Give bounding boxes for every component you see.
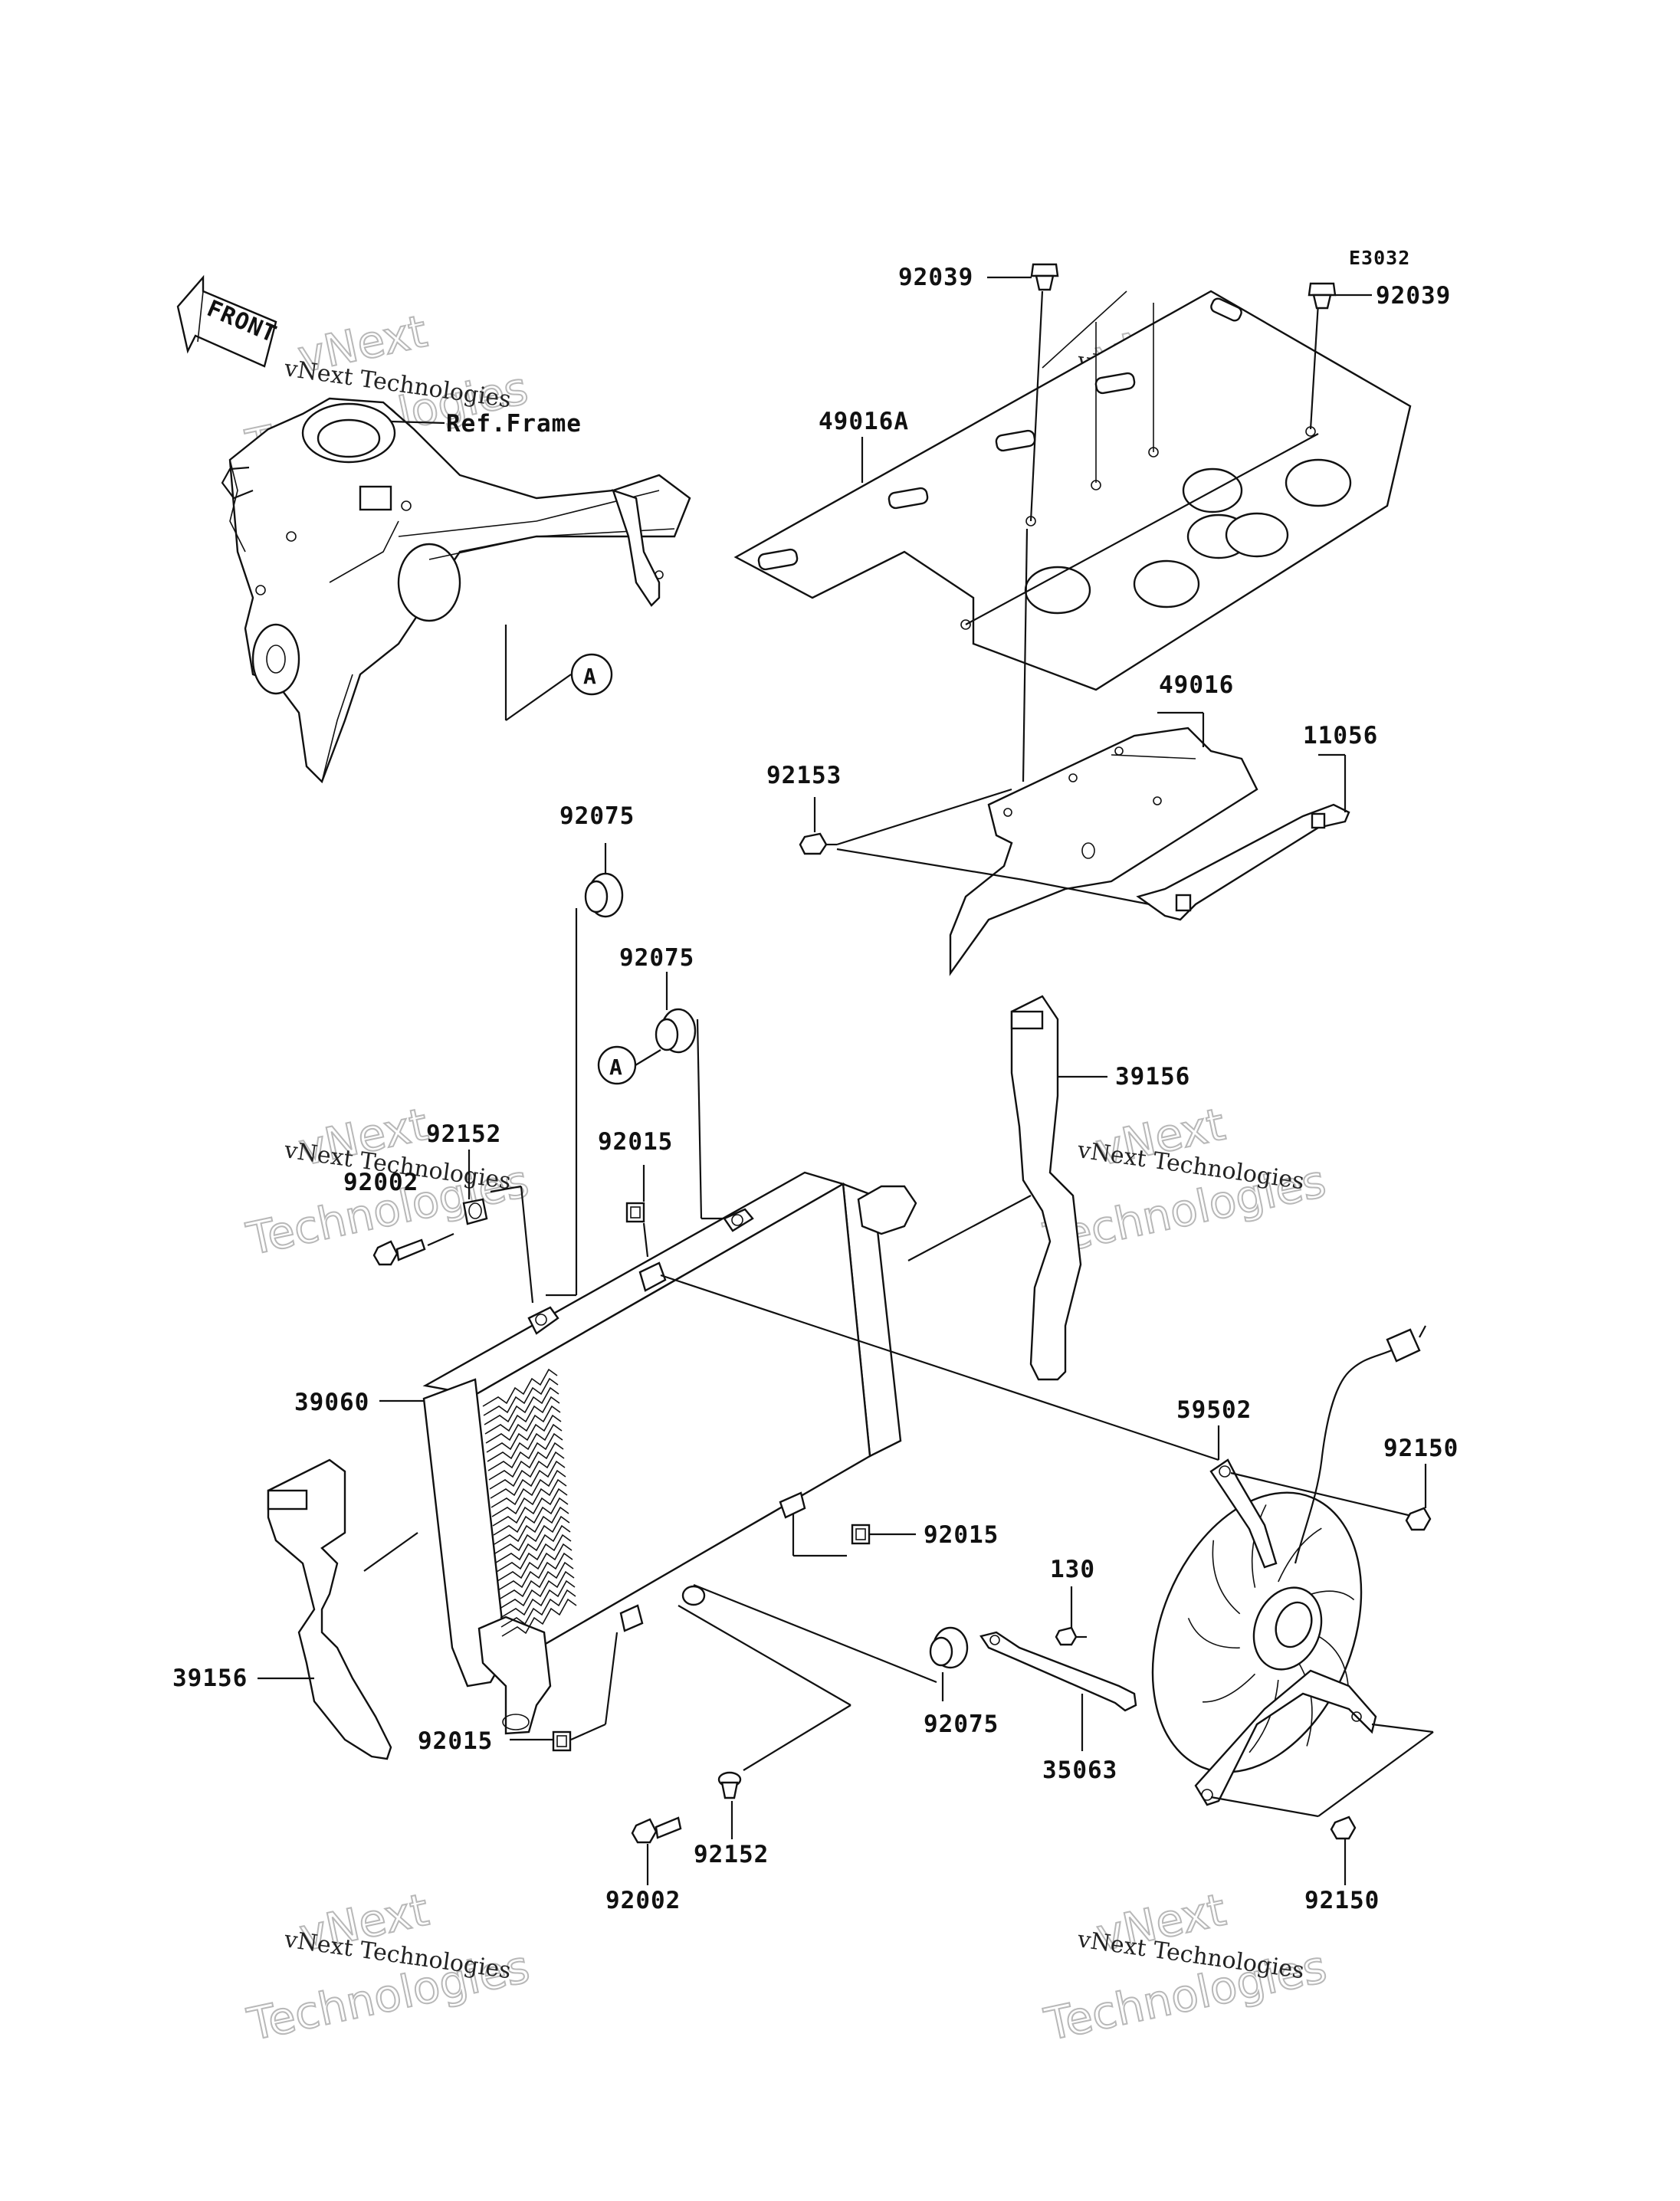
- guard-49016: [949, 727, 1258, 976]
- label-92150-lower: 92150: [1304, 1887, 1380, 1914]
- label-130: 130: [1050, 1556, 1095, 1583]
- label-92039-left: 92039: [898, 264, 973, 291]
- bracket-11056: [1136, 803, 1350, 921]
- label-92015-top: 92015: [598, 1128, 673, 1156]
- radiator-fin: [488, 1442, 564, 1481]
- fan-blade: [1249, 1679, 1279, 1753]
- ref-marker-a-radiator: A: [597, 1045, 637, 1085]
- label-11056: 11056: [1303, 722, 1378, 750]
- radiator-fin: [489, 1451, 565, 1490]
- radiator-fin: [501, 1598, 577, 1637]
- radiator-fin: [496, 1533, 572, 1573]
- clip-92015-bottom-icon: [552, 1730, 572, 1752]
- bolt-92150-upper-icon: [1405, 1507, 1432, 1531]
- clip-92015-top-icon: [625, 1202, 645, 1223]
- clip-92039-left-icon: [1030, 263, 1059, 291]
- collar-92152-top-icon: [462, 1198, 488, 1225]
- grommet-92075-mid-icon: [655, 1008, 697, 1054]
- label-39156-left: 39156: [172, 1665, 248, 1692]
- radiator-fin: [485, 1405, 561, 1444]
- radiator-fin: [484, 1386, 559, 1425]
- bolt-92153-icon: [799, 832, 837, 855]
- radiator-fins: [482, 1368, 577, 1637]
- label-35063: 35063: [1042, 1757, 1117, 1784]
- ref-marker-a-frame: A: [570, 653, 613, 696]
- bolt-130-icon: [1055, 1626, 1087, 1646]
- radiator-fin: [492, 1488, 568, 1527]
- radiator-fin: [500, 1579, 576, 1619]
- radiator-fin: [493, 1497, 569, 1536]
- fan-blade: [1278, 1527, 1322, 1583]
- radiator-fin: [497, 1543, 573, 1582]
- fan-blade: [1298, 1662, 1313, 1747]
- label-92152-bottom: 92152: [694, 1841, 769, 1868]
- ref-frame-label: Ref.Frame: [446, 410, 582, 438]
- label-92075-top: 92075: [559, 802, 635, 830]
- label-92039-right: 92039: [1376, 282, 1451, 310]
- stay-35063: [979, 1631, 1137, 1712]
- radiator-fin: [484, 1396, 560, 1435]
- label-92002-top: 92002: [343, 1169, 418, 1196]
- label-59502: 59502: [1176, 1396, 1252, 1424]
- grommet-92075-top-icon: [584, 872, 624, 918]
- svg-text:A: A: [609, 1055, 623, 1080]
- label-92015-bottom: 92015: [418, 1727, 493, 1755]
- label-92075-mid: 92075: [619, 944, 694, 972]
- radiator-39060: [422, 1171, 917, 1735]
- radiator-fin: [494, 1506, 569, 1545]
- radiator-fin: [495, 1524, 571, 1563]
- label-92015-mid: 92015: [924, 1521, 999, 1549]
- radiator-fin: [483, 1377, 559, 1416]
- radiator-fin: [498, 1561, 574, 1600]
- svg-text:A: A: [583, 664, 597, 689]
- fan-blade: [1212, 1540, 1241, 1615]
- fan-blade: [1187, 1618, 1240, 1649]
- radiator-fin: [490, 1460, 566, 1499]
- fan-59502: [1151, 1325, 1426, 1806]
- label-49016: 49016: [1159, 671, 1234, 699]
- panel-49016A: [733, 290, 1412, 691]
- fan-blade: [1251, 1504, 1267, 1588]
- radiator-fin: [491, 1469, 566, 1508]
- clip-92015-mid-icon: [851, 1524, 871, 1545]
- radiator-fin: [486, 1414, 562, 1453]
- radiator-fin: [487, 1432, 563, 1471]
- radiator-fin: [500, 1589, 576, 1628]
- frame-reference-drawing: [221, 397, 691, 784]
- label-49016A: 49016A: [819, 408, 909, 435]
- radiator-fin: [497, 1552, 573, 1591]
- label-39156-right: 39156: [1115, 1063, 1190, 1091]
- label-39060: 39060: [294, 1389, 369, 1416]
- label-92153: 92153: [766, 762, 842, 789]
- clip-92039-right-icon: [1308, 282, 1337, 310]
- bolt-92002-top-icon: [372, 1232, 454, 1266]
- collar-92152-bottom-icon: [717, 1771, 742, 1799]
- label-92150-upper: 92150: [1383, 1435, 1459, 1462]
- bolt-92002-bottom-icon: [631, 1816, 682, 1844]
- label-92075-bottom: 92075: [924, 1711, 999, 1738]
- label-92152-top: 92152: [426, 1120, 501, 1148]
- bolt-92150-lower-icon: [1330, 1816, 1357, 1840]
- radiator-fin: [482, 1368, 558, 1407]
- radiator-fin: [491, 1478, 567, 1517]
- radiator-fin: [487, 1423, 563, 1462]
- shroud-39156-left: [267, 1458, 392, 1760]
- shroud-39156-right: [1010, 995, 1082, 1381]
- front-arrow-icon: FRONT: [176, 274, 281, 368]
- label-92002-bottom: 92002: [605, 1887, 681, 1914]
- radiator-fin: [499, 1570, 575, 1609]
- grommet-92075-bottom-icon: [929, 1626, 969, 1669]
- fan-blade: [1203, 1673, 1256, 1703]
- diagram-code: E3032: [1349, 247, 1410, 269]
- radiator-fin: [494, 1515, 570, 1554]
